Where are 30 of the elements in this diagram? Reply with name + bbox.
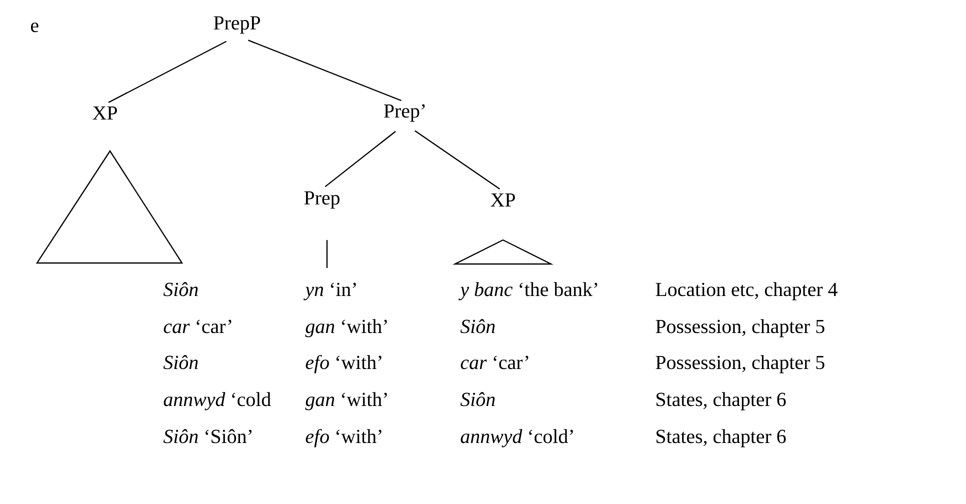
table-text: gan ‘with’ bbox=[305, 319, 387, 338]
tree-branch bbox=[414, 130, 500, 190]
table-text: Location etc, chapter 4 bbox=[656, 282, 838, 300]
table-text: efo ‘with’ bbox=[306, 428, 382, 448]
table-text: annwyd ‘cold bbox=[164, 392, 271, 410]
table-text: Siôn bbox=[460, 392, 495, 406]
tree-branch bbox=[324, 130, 396, 188]
table-text: yn ‘in’ bbox=[304, 282, 356, 300]
table-text: annwyd ‘cold’ bbox=[460, 429, 573, 448]
tree-branch bbox=[248, 40, 402, 102]
item-label: e bbox=[31, 22, 38, 32]
tree-label: Prep bbox=[304, 191, 340, 209]
table-text: Siôn ‘Siôn’ bbox=[163, 429, 252, 444]
table-text: y banc ‘the bank’ bbox=[458, 282, 598, 300]
table-text: Siôn bbox=[460, 319, 495, 334]
table-text: gan ‘with’ bbox=[305, 392, 387, 410]
table-text: States, chapter 6 bbox=[656, 429, 786, 448]
tree-label: Prep’ bbox=[384, 104, 425, 122]
table-text: Siôn bbox=[163, 282, 198, 296]
tree-label: XP bbox=[92, 106, 117, 120]
table-text: Possession, chapter 5 bbox=[656, 319, 824, 338]
table-text: Possession, chapter 5 bbox=[656, 355, 824, 374]
table-text: Siôn bbox=[163, 355, 198, 370]
table-text: car ‘car’ bbox=[460, 356, 528, 370]
tree-label: PrepP bbox=[214, 16, 260, 34]
table-text: efo ‘with’ bbox=[306, 354, 382, 374]
tree-branch bbox=[108, 40, 227, 103]
table-text: States, chapter 6 bbox=[656, 392, 786, 410]
tree-label: XP bbox=[490, 193, 515, 207]
table-text: car ‘car’ bbox=[164, 320, 232, 334]
